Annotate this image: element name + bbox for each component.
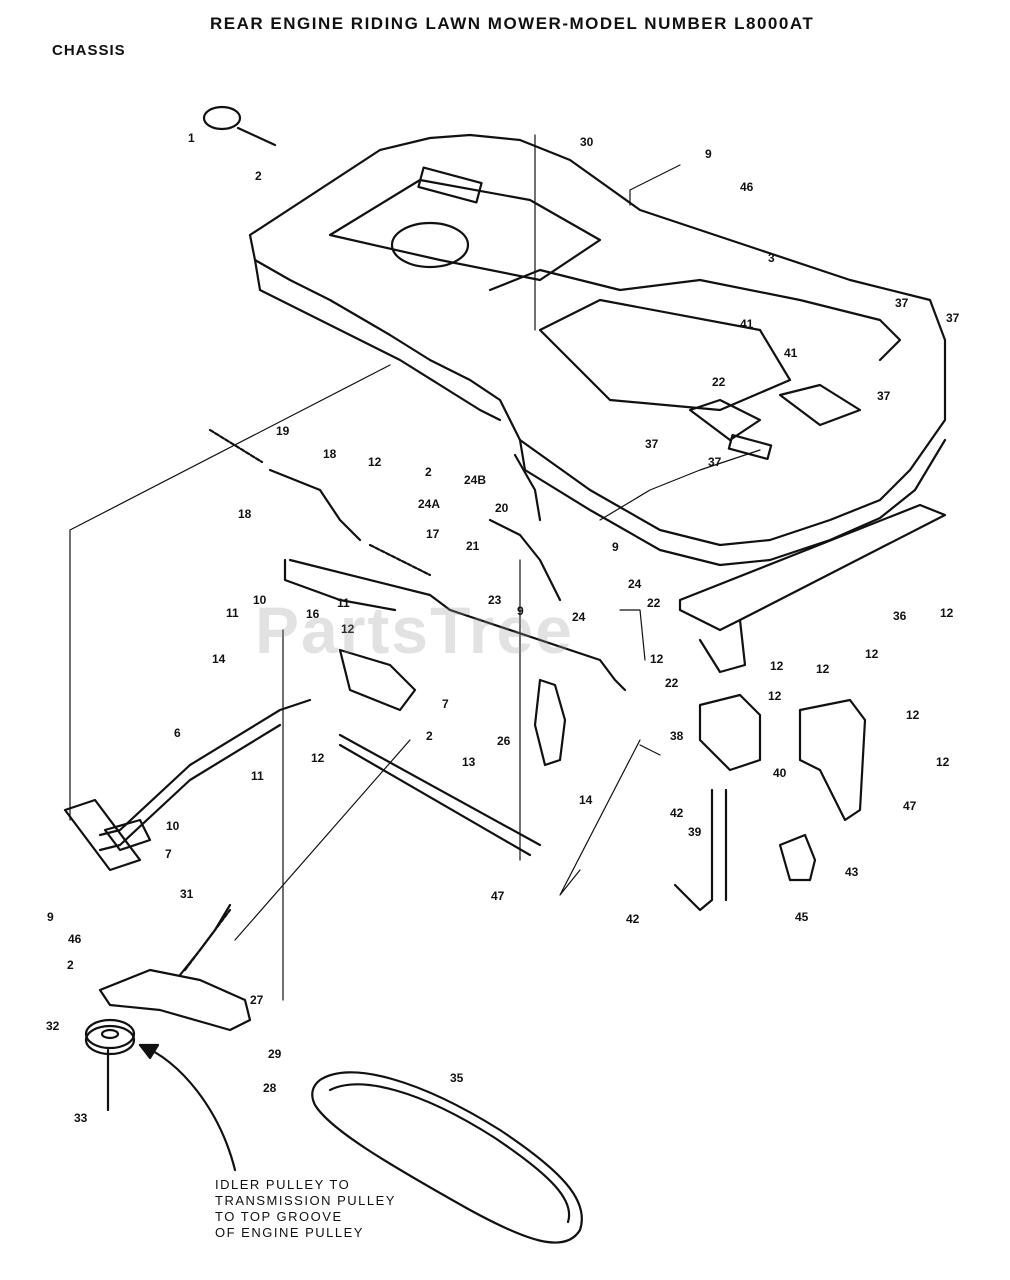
note-line: IDLER PULLEY TO bbox=[215, 1177, 351, 1192]
callout-41: 41 bbox=[784, 346, 798, 360]
callout-2: 2 bbox=[426, 729, 433, 743]
callout-22: 22 bbox=[647, 596, 661, 610]
callout-21: 21 bbox=[466, 539, 480, 553]
callout-24: 24 bbox=[572, 610, 586, 624]
callout-46: 46 bbox=[740, 180, 754, 194]
callout-12: 12 bbox=[906, 708, 920, 722]
callout-42: 42 bbox=[670, 806, 684, 820]
callout-33: 33 bbox=[74, 1111, 88, 1125]
callout-12: 12 bbox=[940, 606, 954, 620]
callout-46: 46 bbox=[68, 932, 82, 946]
callout-1: 1 bbox=[188, 131, 195, 145]
callout-11: 11 bbox=[337, 596, 350, 610]
callout-24: 24 bbox=[628, 577, 642, 591]
belt-routing-note: IDLER PULLEY TO TRANSMISSION PULLEY TO T… bbox=[215, 1177, 396, 1241]
callout-18: 18 bbox=[238, 507, 252, 521]
callout-38: 38 bbox=[670, 729, 684, 743]
callout-2: 2 bbox=[255, 169, 262, 183]
callout-12: 12 bbox=[768, 689, 782, 703]
callout-28: 28 bbox=[263, 1081, 277, 1095]
callout-39: 39 bbox=[688, 825, 702, 839]
callout-9: 9 bbox=[517, 604, 524, 618]
callout-2: 2 bbox=[67, 958, 74, 972]
callout-31: 31 bbox=[180, 887, 194, 901]
callout-14: 14 bbox=[212, 652, 226, 666]
callout-47: 47 bbox=[491, 889, 505, 903]
callout-13: 13 bbox=[462, 755, 476, 769]
callout-3: 3 bbox=[768, 251, 775, 265]
callout-23: 23 bbox=[488, 593, 502, 607]
callout-43: 43 bbox=[845, 865, 859, 879]
callout-37: 37 bbox=[895, 296, 909, 310]
callout-12: 12 bbox=[865, 647, 879, 661]
drive-belt bbox=[311, 1071, 583, 1244]
callout-6: 6 bbox=[174, 726, 181, 740]
note-line: OF ENGINE PULLEY bbox=[215, 1225, 364, 1240]
callout-17: 17 bbox=[426, 527, 440, 541]
chassis-frame bbox=[248, 133, 947, 547]
callout-10: 10 bbox=[253, 593, 267, 607]
callout-20: 20 bbox=[495, 501, 509, 515]
callout-7: 7 bbox=[165, 847, 172, 861]
callout-9: 9 bbox=[612, 540, 619, 554]
callout-40: 40 bbox=[773, 766, 787, 780]
callout-32: 32 bbox=[46, 1019, 60, 1033]
callout-37: 37 bbox=[708, 455, 722, 469]
watermark-text: PartsTree bbox=[255, 593, 574, 667]
callout-47: 47 bbox=[903, 799, 917, 813]
callout-37: 37 bbox=[877, 389, 891, 403]
callout-22: 22 bbox=[712, 375, 726, 389]
callout-12: 12 bbox=[650, 652, 664, 666]
callout-30: 30 bbox=[580, 135, 594, 149]
callout-12: 12 bbox=[311, 751, 325, 765]
callout-27: 27 bbox=[250, 993, 264, 1007]
callout-22: 22 bbox=[665, 676, 679, 690]
callout-12: 12 bbox=[341, 622, 355, 636]
callout-12: 12 bbox=[816, 662, 830, 676]
callout-35: 35 bbox=[450, 1071, 464, 1085]
idler-bracket bbox=[98, 968, 252, 1032]
note-line: TRANSMISSION PULLEY bbox=[215, 1193, 396, 1208]
callout-labels: 1 2 30 9 46 3 37 37 41 41 22 37 37 37 19… bbox=[46, 131, 960, 1125]
callout-26: 26 bbox=[497, 734, 511, 748]
callout-12: 12 bbox=[770, 659, 784, 673]
callout-29: 29 bbox=[268, 1047, 282, 1061]
callout-11: 11 bbox=[251, 769, 264, 783]
callout-19: 19 bbox=[276, 424, 290, 438]
diagram-title: REAR ENGINE RIDING LAWN MOWER-MODEL NUMB… bbox=[210, 14, 815, 33]
callout-2: 2 bbox=[425, 465, 432, 479]
callout-9: 9 bbox=[47, 910, 54, 924]
callout-18: 18 bbox=[323, 447, 337, 461]
callout-11: 11 bbox=[226, 606, 239, 620]
callout-16: 16 bbox=[306, 607, 320, 621]
callout-24B: 24B bbox=[464, 473, 486, 487]
callout-12: 12 bbox=[368, 455, 382, 469]
callout-9: 9 bbox=[705, 147, 712, 161]
callout-41: 41 bbox=[740, 317, 754, 331]
note-line: TO TOP GROOVE bbox=[215, 1209, 343, 1224]
callout-36: 36 bbox=[893, 609, 907, 623]
callout-37: 37 bbox=[645, 437, 659, 451]
callout-42: 42 bbox=[626, 912, 640, 926]
callout-12: 12 bbox=[936, 755, 950, 769]
callout-45: 45 bbox=[795, 910, 809, 924]
callout-7: 7 bbox=[442, 697, 449, 711]
callout-10: 10 bbox=[166, 819, 180, 833]
callout-37: 37 bbox=[946, 311, 960, 325]
section-label: CHASSIS bbox=[52, 42, 126, 59]
callout-24A: 24A bbox=[418, 497, 440, 511]
callout-14: 14 bbox=[579, 793, 593, 807]
